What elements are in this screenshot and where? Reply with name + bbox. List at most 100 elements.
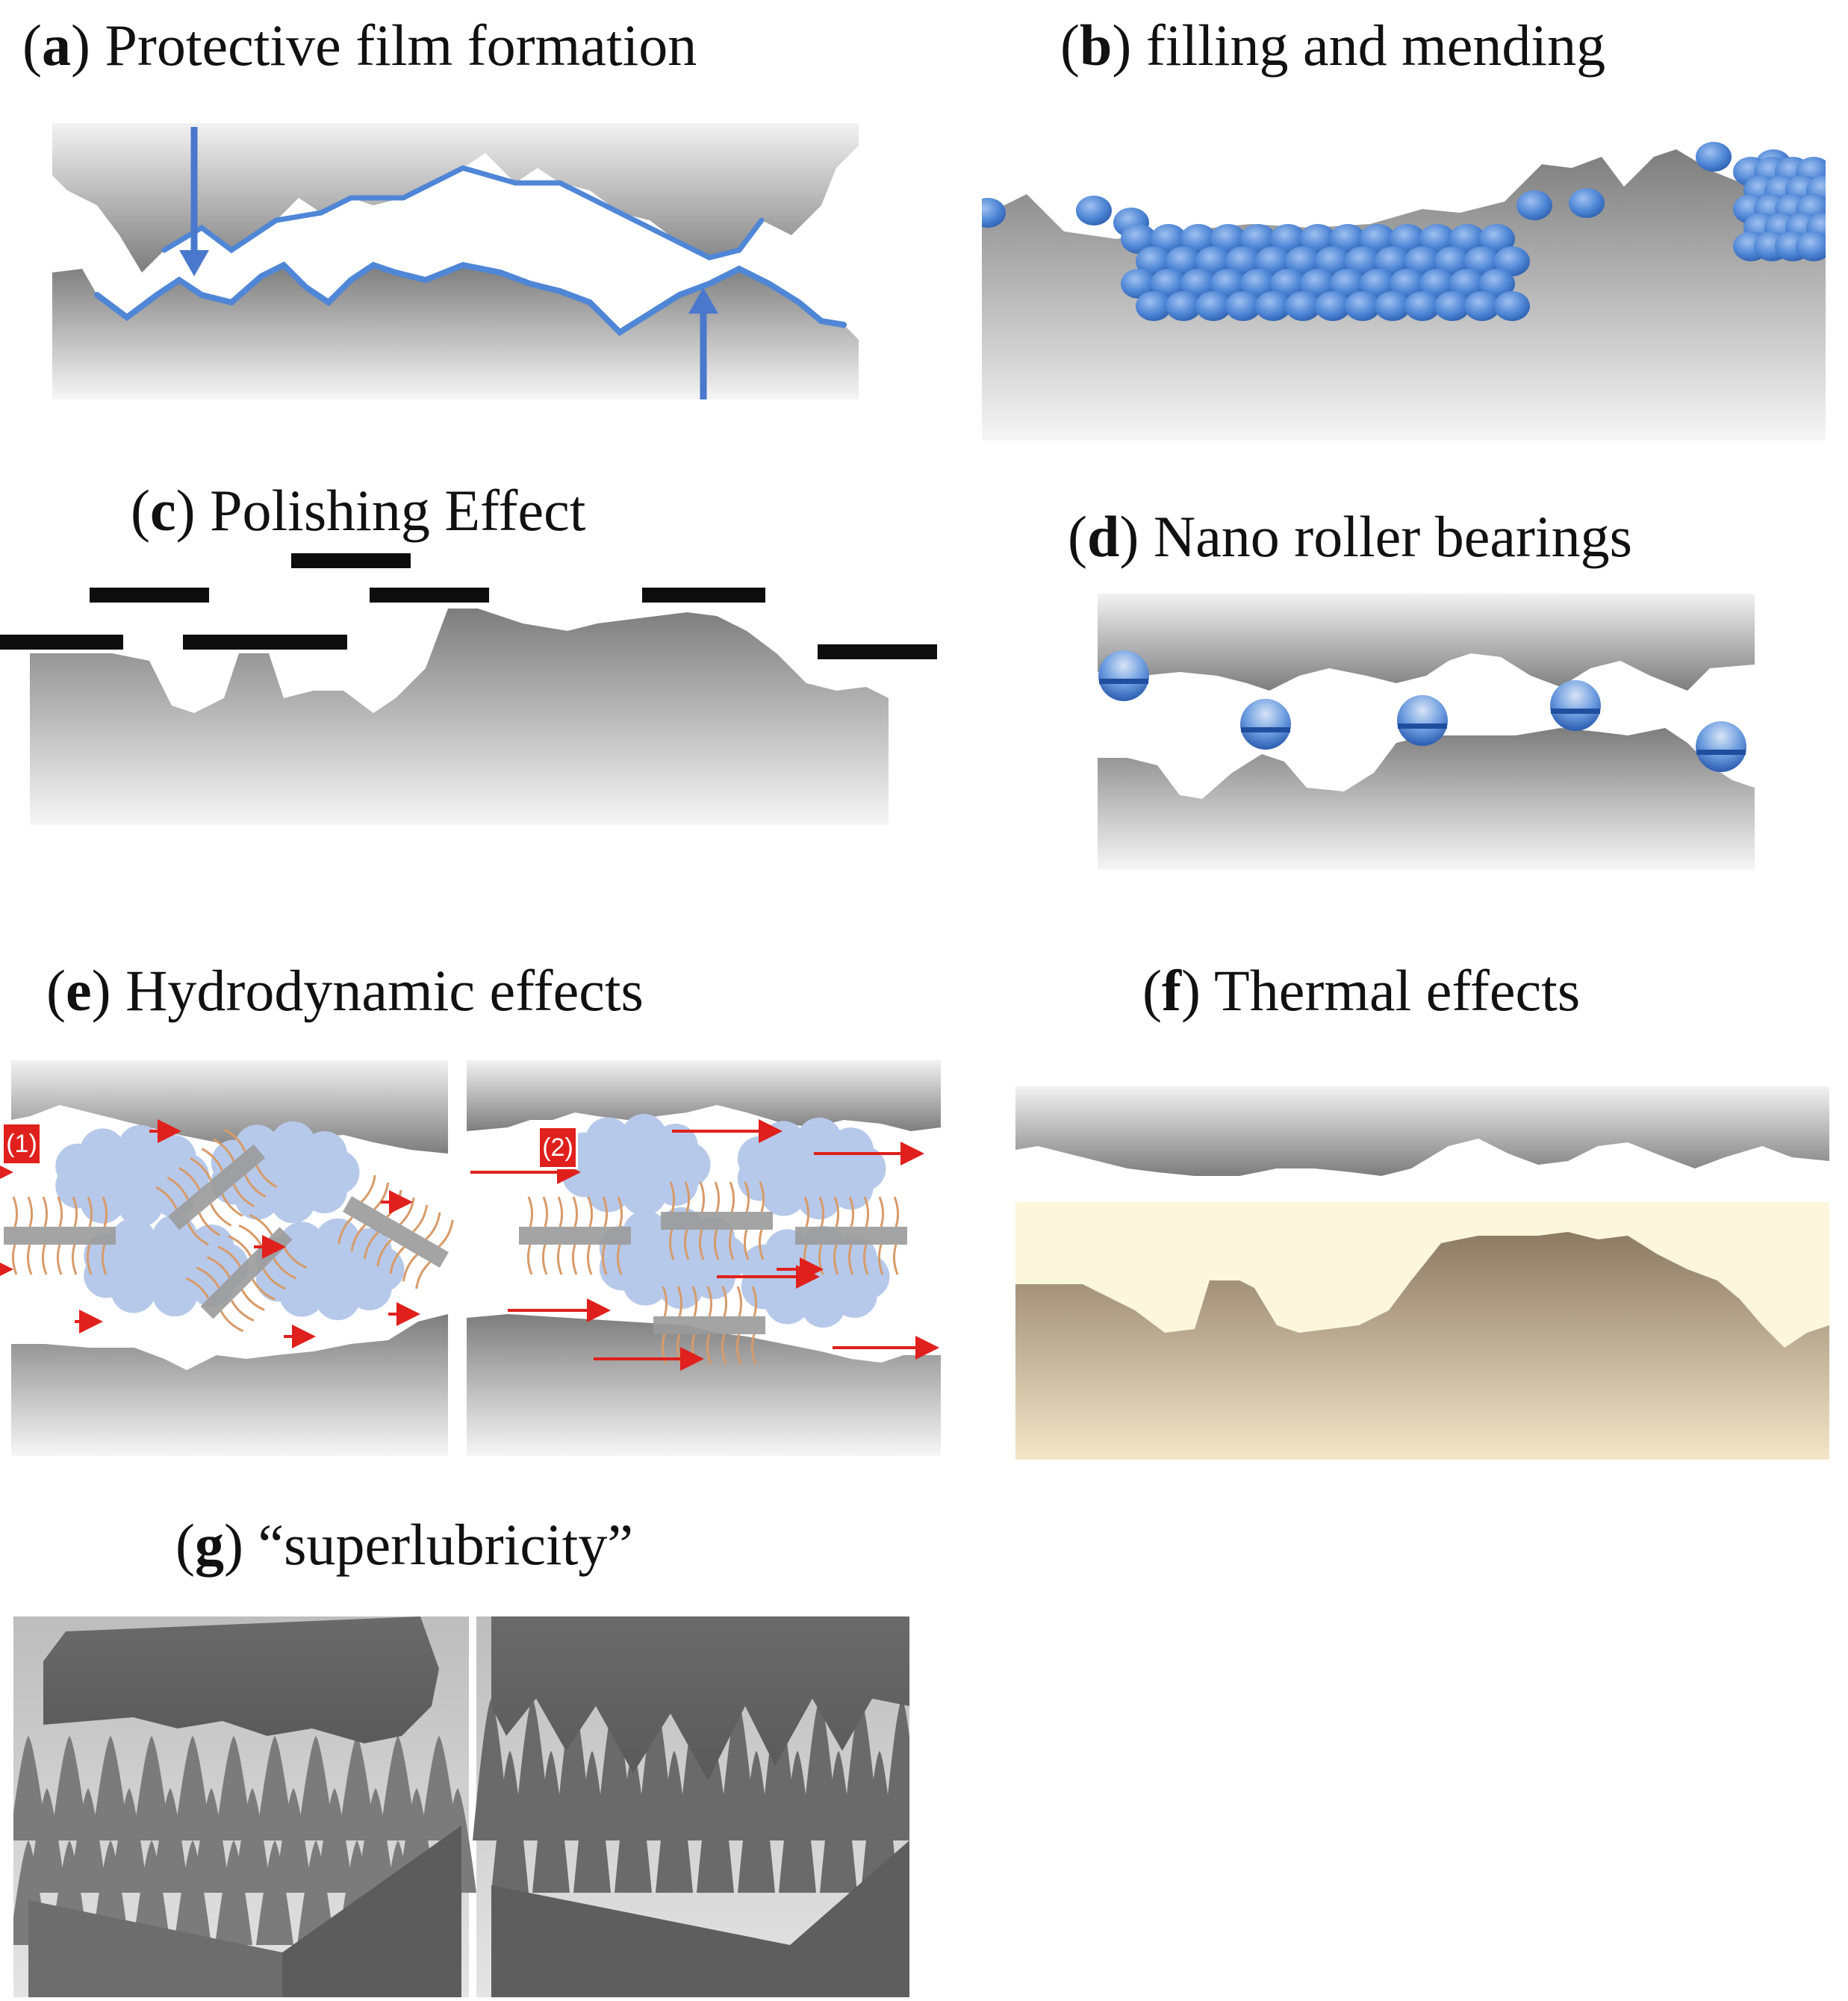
nanoparticle: [1494, 246, 1530, 276]
panel-c-letter: c: [149, 478, 176, 543]
nanoparticle: [1195, 246, 1231, 276]
panel-a-diagram: [52, 123, 859, 399]
platelet: [291, 553, 411, 568]
nanoparticle: [1121, 269, 1157, 299]
panel-b-title: (b) filling and mending: [1060, 13, 1606, 78]
nanoparticle: [1330, 269, 1366, 299]
panel-c-diagram: [0, 553, 937, 825]
surface-spike: [256, 1840, 293, 1945]
nanoparticle: [1240, 224, 1276, 254]
bearing-band: [1696, 750, 1746, 755]
bearing-band: [1398, 723, 1447, 729]
nano-platelets: [0, 553, 937, 659]
nanoparticle: [1136, 291, 1172, 321]
nanoparticle: [1180, 269, 1216, 299]
panel-c-label: Polishing Effect: [210, 478, 586, 543]
nanoparticle: [1345, 291, 1381, 321]
nanoparticle: [1315, 246, 1351, 276]
surface-spike: [152, 1788, 189, 1893]
lower-surface: [1098, 728, 1755, 870]
nanoparticle: [982, 198, 1006, 228]
surface-spike: [174, 1840, 211, 1945]
upper-block: [43, 1616, 439, 1743]
upper-surface-1: [11, 1060, 448, 1154]
roller-bearing: [1240, 699, 1291, 750]
filling-particles: [982, 142, 1826, 321]
panel-e-letter: e: [65, 958, 92, 1023]
panel-e-title: (e) Hydrodynamic effects: [46, 958, 644, 1023]
surface-spike: [51, 1736, 88, 1840]
protective-film-upper: [161, 165, 765, 261]
platelet: [661, 1181, 773, 1260]
lubricant-cloud: [255, 1218, 405, 1321]
platelet: [653, 1286, 765, 1365]
surface-spike: [861, 1751, 898, 1893]
platelet: [370, 588, 489, 603]
nanoparticle: [1464, 291, 1500, 321]
bearing-band: [1099, 679, 1148, 684]
nanoparticle: [1464, 246, 1500, 276]
surface-spike: [779, 1751, 816, 1893]
surface-spike: [215, 1736, 252, 1840]
platelet: [90, 588, 209, 603]
surface-spike: [297, 1840, 335, 1945]
panel-g-photos: [13, 1616, 909, 1997]
panel-f-diagram: [1015, 1086, 1829, 1460]
panel-a-letter: a: [41, 13, 71, 78]
platelet: [818, 644, 937, 659]
nanoparticle: [1345, 246, 1381, 276]
platelet: [155, 1128, 278, 1246]
nanoparticle: [1300, 269, 1336, 299]
nanoparticle: [1479, 269, 1515, 299]
surface-spike: [573, 1751, 611, 1893]
nanoparticle: [1166, 246, 1201, 276]
surface-spike: [420, 1736, 458, 1840]
nanoparticle: [1195, 291, 1231, 321]
nanoparticle: [1225, 291, 1261, 321]
lower-surface-1: [11, 1314, 448, 1456]
nanoparticle: [1285, 291, 1321, 321]
surface-spike: [13, 1736, 47, 1840]
nanoparticle: [1151, 269, 1186, 299]
nanoparticle: [1494, 291, 1530, 321]
nanoparticle: [1375, 291, 1410, 321]
surface-spike: [491, 1751, 529, 1893]
panel-g-label: “superlubricity”: [258, 1512, 633, 1577]
surface-spike: [69, 1788, 107, 1893]
surface-spike: [133, 1736, 170, 1840]
surface-spike: [92, 1736, 129, 1840]
nanoparticle: [1121, 224, 1157, 254]
panel-f-title: (f) Thermal effects: [1142, 958, 1581, 1023]
nanoparticle: [1210, 269, 1246, 299]
lubricant-cloud: [737, 1117, 886, 1220]
nanoparticle: [1300, 224, 1336, 254]
nanoparticle: [1330, 224, 1366, 254]
nanoparticle: [1210, 224, 1246, 254]
surface-spike: [133, 1840, 170, 1945]
lower-surface: [52, 265, 859, 399]
roller-bearings: [1098, 650, 1746, 772]
surface-spike: [738, 1751, 775, 1893]
nanoparticle: [1315, 291, 1351, 321]
nanoparticle: [1434, 291, 1470, 321]
panel-d-title: (d) Nano roller bearings: [1068, 504, 1632, 569]
photo-interlocked: [13, 1616, 476, 1997]
panel-c-title: (c) Polishing Effect: [131, 478, 586, 543]
nanoparticle: [1419, 269, 1455, 299]
nanoparticle: [1270, 224, 1306, 254]
nanoparticle: [1270, 269, 1306, 299]
surface-spike: [615, 1751, 652, 1893]
polished-surface: [30, 609, 889, 825]
nanoparticle: [1360, 224, 1396, 254]
panel-d-diagram: [1098, 594, 1755, 870]
upper-block: [491, 1616, 909, 1781]
surface-spike: [28, 1788, 66, 1893]
nanoparticle: [1076, 196, 1112, 225]
upper-surface: [1015, 1086, 1829, 1176]
nanoparticle: [1449, 269, 1485, 299]
nanoparticle: [1375, 246, 1410, 276]
nanoparticle: [1419, 224, 1455, 254]
surface-spike: [256, 1736, 293, 1840]
panel-f-label: Thermal effects: [1214, 958, 1581, 1023]
nanoparticle: [1796, 231, 1826, 261]
